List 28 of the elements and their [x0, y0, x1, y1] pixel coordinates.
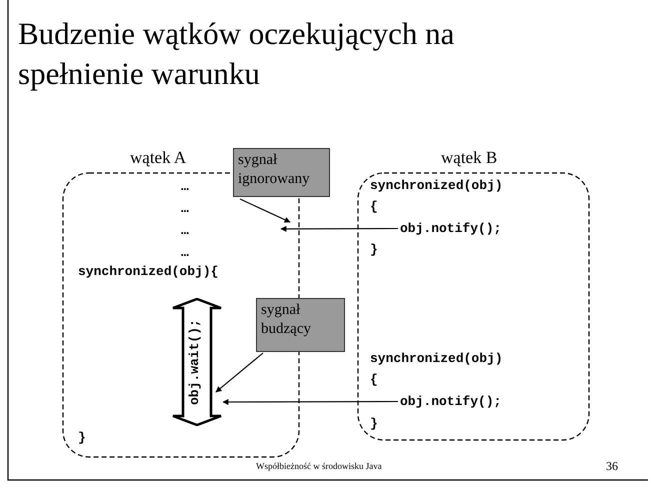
arrow: [280, 226, 398, 232]
code-text: }: [370, 242, 378, 257]
arrow: [222, 398, 398, 405]
page-number: 36: [606, 459, 618, 474]
leader-line: [216, 352, 264, 392]
double-arrow: [172, 298, 222, 426]
code-text: synchronized(obj): [370, 351, 503, 366]
code-text: {: [370, 199, 378, 214]
code-text: synchronized(obj): [370, 178, 503, 193]
ellipsis: …: [181, 245, 189, 260]
ellipsis: …: [181, 201, 189, 216]
callout-box: sygnał budzący: [256, 298, 345, 352]
footer-text: Współbieżność w środowisku Java: [256, 461, 382, 471]
callout-box: sygnał ignorowany: [233, 148, 330, 197]
thread-heading: wątek B: [441, 148, 498, 168]
code-text: obj.notify();: [400, 394, 502, 409]
code-text: }: [78, 430, 86, 445]
code-text: }: [370, 416, 378, 431]
ellipsis: …: [181, 179, 189, 194]
slide-title: Budzenie wątków oczekujących na spełnienie warunku: [18, 15, 456, 93]
code-text: synchronized(obj){: [78, 264, 218, 279]
thread-region: [357, 148, 592, 441]
leader-line: [240, 198, 291, 223]
ellipsis: …: [181, 223, 189, 238]
code-text: {: [370, 372, 378, 387]
thread-heading: wątek A: [130, 148, 186, 168]
code-text: obj.wait();: [187, 318, 203, 407]
code-text: obj.notify();: [400, 221, 502, 236]
